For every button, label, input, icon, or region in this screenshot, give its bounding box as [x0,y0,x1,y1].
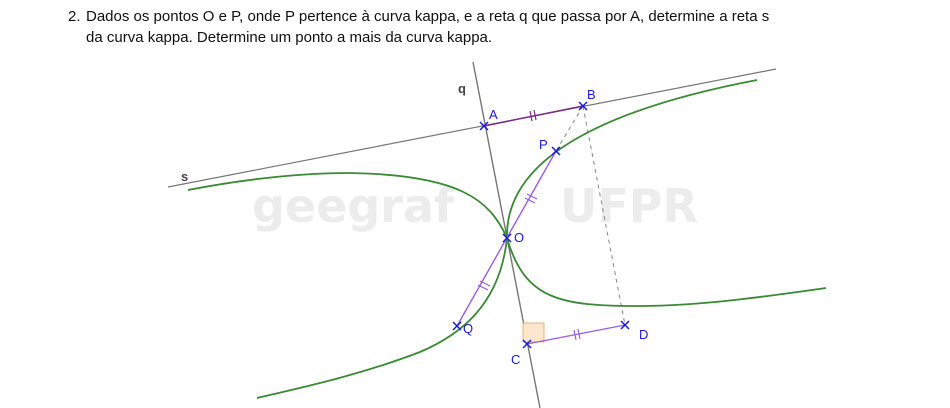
point-a-label: A [489,107,498,122]
segment-cd [526,324,626,345]
tick-ab [529,109,537,122]
point-d-marker [620,320,630,330]
kappa-curve-lower-left [256,237,508,399]
point-p-marker [551,146,561,156]
line-s-label: s [181,169,188,184]
point-c-marker [522,339,532,349]
tick-qo [477,280,491,291]
kappa-curve-upper-left [187,172,508,239]
point-d-label: D [639,327,648,342]
watermark-right: UFPR [560,179,698,233]
problem-text-line-2: da curva kappa. Determine um ponto a mai… [86,29,493,46]
point-o-label: O [514,230,524,245]
point-a-marker [479,121,489,131]
problem-text-line-1: Dados os pontos O e P, onde P pertence à… [86,8,770,25]
dashed-line-bd [582,105,626,326]
point-b-marker [578,101,588,111]
kappa-curve-lower-right [506,237,827,307]
point-q-marker [452,321,462,331]
point-q-label: Q [463,321,473,336]
problem-number: 2. [68,8,81,25]
watermark-left: geegraf [252,179,455,233]
kappa-curve-upper-right [506,79,758,239]
segment-ab [483,105,584,127]
dashed-line-bp [555,105,584,152]
point-b-label: B [587,87,596,102]
line-s [167,68,777,188]
tick-cd [573,328,581,341]
right-angle-marker [522,322,545,343]
point-o-marker [502,233,512,243]
point-c-label: C [511,352,520,367]
line-q-label: q [458,81,466,96]
tick-op [524,193,538,204]
point-p-label: P [539,137,548,152]
